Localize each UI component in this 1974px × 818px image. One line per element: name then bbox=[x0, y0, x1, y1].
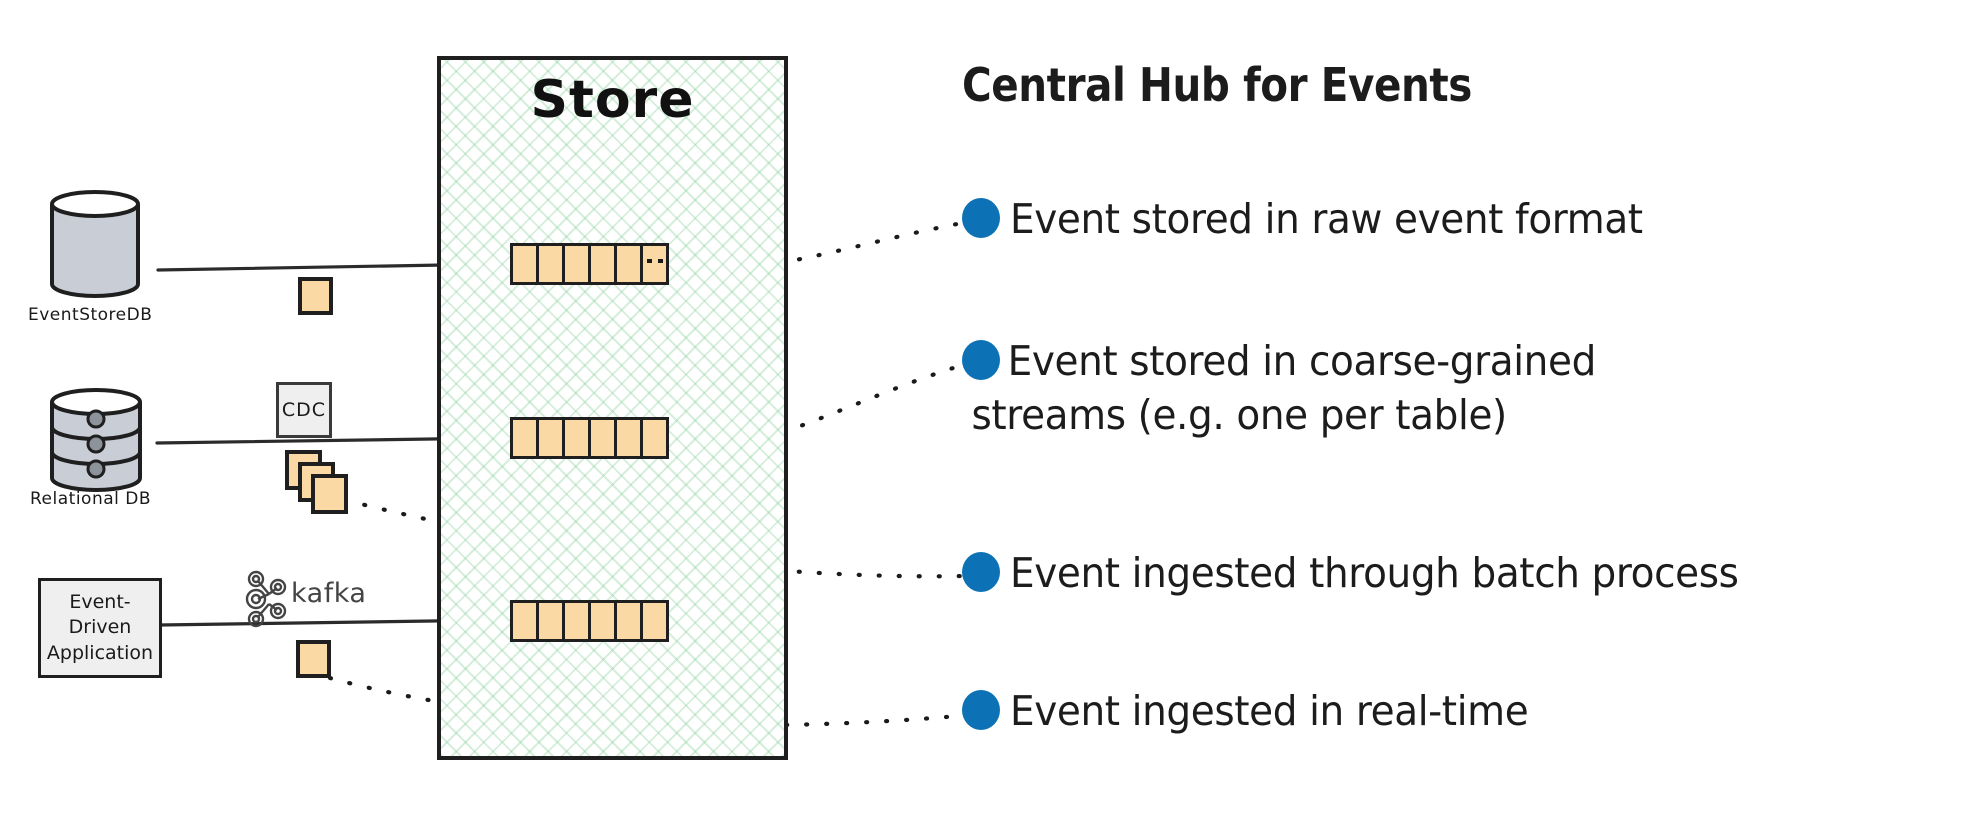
kafka-logo-icon bbox=[245, 570, 287, 628]
stream-cell bbox=[536, 417, 565, 459]
bullet-dot-icon bbox=[962, 198, 1000, 238]
cdc-connector-label: CDC bbox=[281, 399, 327, 421]
stream-cell bbox=[614, 417, 643, 459]
stream-cell bbox=[614, 243, 643, 285]
stream-cell bbox=[536, 243, 565, 285]
bullet-label: Event stored in raw event format bbox=[1010, 195, 1643, 243]
bullet-item-real-time: Event ingested in real-time bbox=[962, 684, 1962, 738]
stream-cell bbox=[614, 600, 643, 642]
page-title: Central Hub for Events bbox=[962, 58, 1472, 112]
store-title: Store bbox=[530, 70, 695, 130]
stream-cell bbox=[562, 417, 591, 459]
database-cylinder-icon bbox=[50, 190, 140, 298]
cdc-connector-box: CDC bbox=[276, 382, 332, 438]
bullet-dot-icon bbox=[962, 552, 1000, 592]
source-label-relational-db: Relational DB bbox=[30, 489, 152, 509]
bullet-item-raw-event-format: Event stored in raw event format bbox=[962, 192, 1962, 246]
event-card-batch-front bbox=[311, 474, 348, 514]
stream-cell bbox=[510, 600, 539, 642]
event-card-realtime bbox=[296, 640, 331, 678]
stream-row-realtime bbox=[510, 600, 669, 642]
bullet-label: Event ingested in real-time bbox=[1010, 687, 1529, 735]
stream-ellipsis-icon bbox=[647, 259, 669, 263]
stream-cell bbox=[562, 600, 591, 642]
app-label-line-1: Event- bbox=[69, 591, 131, 614]
bullet-dot-icon bbox=[962, 340, 1000, 380]
stream-cell bbox=[588, 417, 617, 459]
event-card-eventstoredb bbox=[298, 277, 333, 315]
stream-row-coarse-grained bbox=[510, 417, 669, 459]
central-hub-panel: Central Hub for Events bbox=[958, 62, 1948, 108]
stream-cell bbox=[640, 417, 669, 459]
stream-cell bbox=[588, 600, 617, 642]
bullet-item-batch-process: Event ingested through batch process bbox=[962, 546, 1962, 600]
stream-cell bbox=[510, 243, 539, 285]
bullet-label: Event ingested through batch process bbox=[1010, 549, 1739, 597]
stream-cell bbox=[536, 600, 565, 642]
bullet-dot-icon bbox=[962, 690, 1000, 730]
app-label-line-2: Driven bbox=[68, 616, 132, 639]
stream-row-raw-event bbox=[510, 243, 669, 285]
stream-cell bbox=[588, 243, 617, 285]
stream-cell bbox=[562, 243, 591, 285]
source-label-eventstoredb: EventStoreDB bbox=[28, 305, 153, 325]
database-stacked-disks-icon bbox=[50, 388, 142, 492]
stream-cell-ellipsis bbox=[640, 243, 669, 285]
stream-cell bbox=[510, 417, 539, 459]
store-container bbox=[437, 56, 788, 760]
app-label-line-3: Application bbox=[46, 641, 154, 664]
kafka-logo-label: kafka bbox=[291, 578, 367, 609]
application-note-icon: Event- Driven Application bbox=[38, 578, 162, 678]
stream-cell bbox=[640, 600, 669, 642]
